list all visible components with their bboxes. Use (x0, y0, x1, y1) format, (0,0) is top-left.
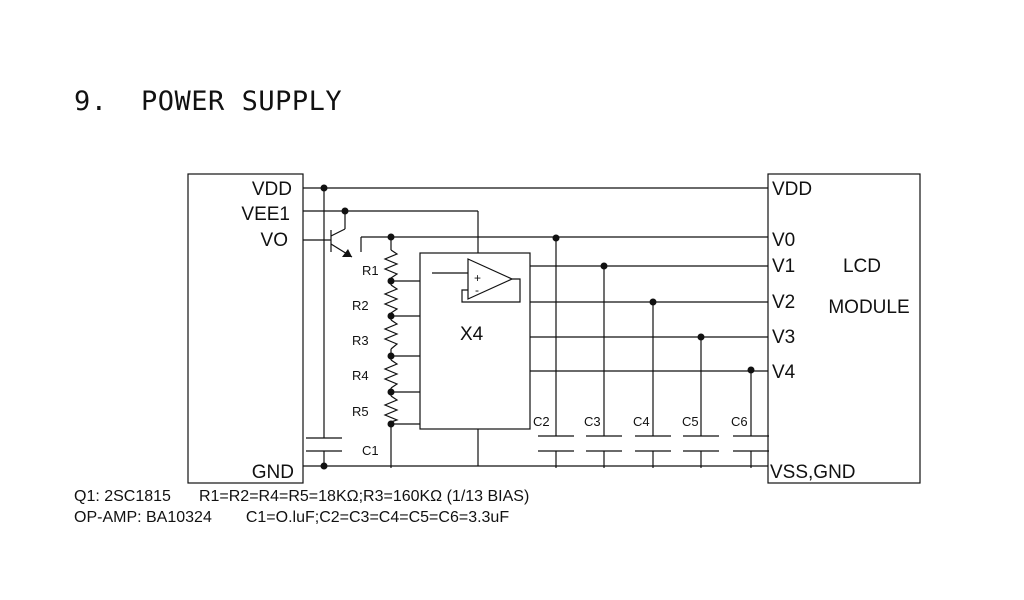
r3-label: R3 (352, 333, 369, 348)
c4-label: C4 (633, 414, 650, 429)
note-q1: Q1: 2SC1815 (74, 488, 171, 505)
opamp-block-label: X4 (460, 324, 484, 345)
notes-line-2: OP-AMP: BA10324 C1=O.luF;C2=C3=C4=C5=C6=3… (74, 507, 529, 528)
r5-label: R5 (352, 404, 369, 419)
note-opamp: OP-AMP: BA10324 (74, 509, 212, 526)
capacitor-c4 (635, 435, 671, 468)
lcd-module-title-line1: LCD (843, 256, 881, 277)
r2-resistor (383, 284, 399, 314)
section-heading: 9. POWER SUPPLY (74, 86, 342, 117)
section-number: 9. (74, 86, 108, 117)
lcd-pin-v4: V4 (772, 362, 796, 383)
transistor-collector (330, 228, 346, 237)
opamp-plus: + (474, 271, 481, 285)
c5-label: C5 (682, 414, 699, 429)
lcd-pin-v2: V2 (772, 292, 795, 313)
notes-line-1: Q1: 2SC1815 R1=R2=R4=R5=18KΩ;R3=160KΩ (1/… (74, 486, 529, 507)
r4-resistor (383, 359, 399, 389)
lcd-module-title-line2: MODULE (828, 297, 909, 318)
left-connector-box (187, 173, 304, 484)
transistor-emitter-arrow (342, 249, 352, 257)
component-notes: Q1: 2SC1815 R1=R2=R4=R5=18KΩ;R3=160KΩ (1/… (74, 486, 529, 528)
capacitor-c6 (733, 435, 769, 468)
lcd-pin-v3: V3 (772, 327, 795, 348)
r3-resistor (383, 319, 399, 350)
lcd-pin-vdd: VDD (772, 179, 812, 200)
r1-resistor (383, 249, 399, 279)
lcd-module-box (767, 173, 921, 484)
opamp-minus: - (475, 283, 479, 297)
opamp-triangle (467, 258, 514, 300)
section-title: POWER SUPPLY (141, 86, 343, 117)
note-capacitor-values: C1=O.luF;C2=C3=C4=C5=C6=3.3uF (245, 509, 510, 526)
pin-label-gnd: GND (252, 462, 294, 483)
c2-label: C2 (533, 414, 550, 429)
note-resistor-values: R1=R2=R4=R5=18KΩ;R3=160KΩ (1/13 BIAS) (198, 488, 530, 505)
pin-label-vee1: VEE1 (241, 204, 290, 225)
opamp-feedback (461, 278, 521, 303)
c6-label: C6 (731, 414, 748, 429)
r1-label: R1 (362, 263, 379, 278)
r5-resistor (383, 395, 399, 423)
lcd-pin-v1: V1 (772, 256, 795, 277)
ground-junction (320, 462, 328, 470)
r2-label: R2 (352, 298, 369, 313)
capacitor-c5 (683, 435, 719, 468)
r4-label: R4 (352, 368, 369, 383)
opamp-block-x4 (419, 252, 531, 430)
capacitor-c3 (586, 435, 622, 468)
capacitor-c2 (538, 435, 574, 468)
pin-label-vo: VO (261, 230, 288, 251)
lcd-pin-vss-gnd: VSS,GND (770, 462, 856, 483)
c3-label: C3 (584, 414, 601, 429)
lcd-pin-v0: V0 (772, 230, 795, 251)
c1-label: C1 (362, 443, 379, 458)
pin-label-vdd: VDD (252, 179, 292, 200)
